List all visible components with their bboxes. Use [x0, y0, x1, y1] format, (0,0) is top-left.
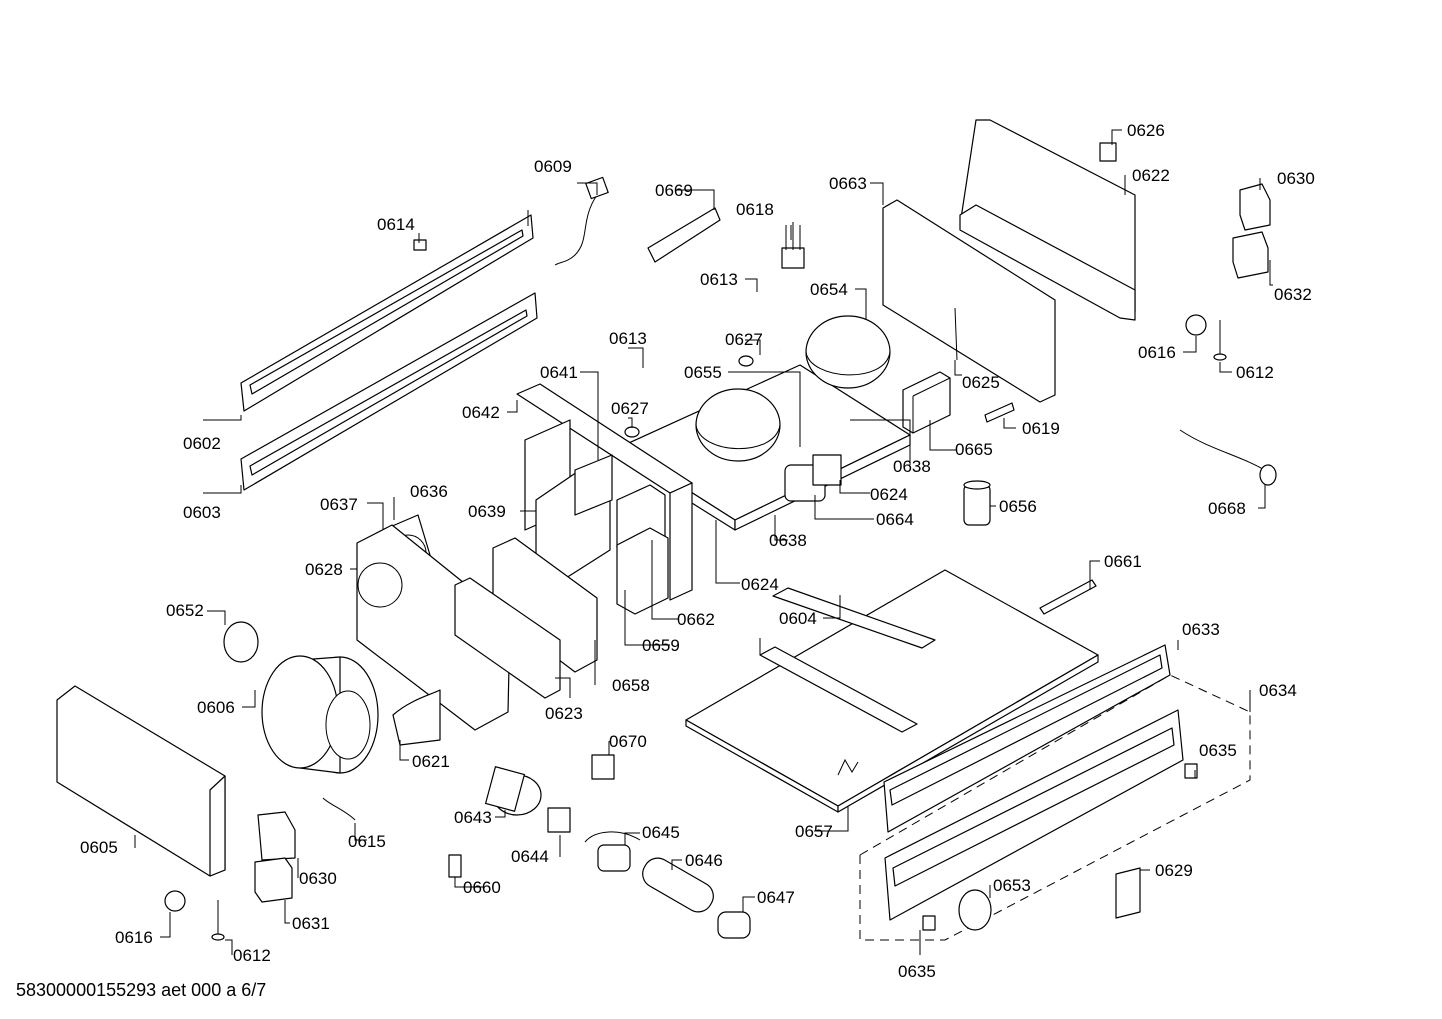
- part-label[interactable]: 0641: [540, 363, 578, 382]
- part-label[interactable]: 0636: [410, 482, 448, 501]
- part-label[interactable]: 0624: [870, 485, 908, 504]
- part-label[interactable]: 0622: [1132, 166, 1170, 185]
- part-label[interactable]: 0644: [511, 847, 549, 866]
- part-label[interactable]: 0647: [757, 888, 795, 907]
- part-label[interactable]: 0630: [299, 869, 337, 888]
- part-label[interactable]: 0645: [642, 823, 680, 842]
- part-label[interactable]: 0633: [1182, 620, 1220, 639]
- part-label[interactable]: 0619: [1022, 419, 1060, 438]
- part-label[interactable]: 0643: [454, 808, 492, 827]
- part-label[interactable]: 0616: [1138, 343, 1176, 362]
- part-label[interactable]: 0637: [320, 495, 358, 514]
- part-label[interactable]: 0606: [197, 698, 235, 717]
- leader-lines: [134, 129, 1273, 955]
- part-label[interactable]: 0660: [463, 878, 501, 897]
- part-label[interactable]: 0665: [955, 440, 993, 459]
- part-label[interactable]: 0653: [993, 876, 1031, 895]
- part-label[interactable]: 0602: [183, 434, 221, 453]
- part-label[interactable]: 0615: [348, 832, 386, 851]
- part-label[interactable]: 0612: [1236, 363, 1274, 382]
- part-label[interactable]: 0626: [1127, 121, 1165, 140]
- part-label[interactable]: 0669: [655, 181, 693, 200]
- part-label[interactable]: 0634: [1259, 681, 1297, 700]
- part-label[interactable]: 0664: [876, 510, 914, 529]
- part-label[interactable]: 0659: [642, 636, 680, 655]
- part-label[interactable]: 0670: [609, 732, 647, 751]
- part-label[interactable]: 0661: [1104, 552, 1142, 571]
- part-label[interactable]: 0604: [779, 609, 817, 628]
- part-label[interactable]: 0612: [233, 946, 271, 965]
- part-label[interactable]: 0628: [305, 560, 343, 579]
- part-label[interactable]: 0627: [611, 399, 649, 418]
- part-label[interactable]: 0635: [898, 962, 936, 981]
- part-label[interactable]: 0614: [377, 215, 415, 234]
- part-label[interactable]: 0613: [700, 270, 738, 289]
- part-label[interactable]: 0642: [462, 403, 500, 422]
- part-label[interactable]: 0632: [1274, 285, 1312, 304]
- part-label[interactable]: 0625: [962, 373, 1000, 392]
- part-label[interactable]: 0639: [468, 502, 506, 521]
- part-label[interactable]: 0658: [612, 676, 650, 695]
- part-label[interactable]: 0609: [534, 157, 572, 176]
- part-label[interactable]: 0621: [412, 752, 450, 771]
- part-label[interactable]: 0668: [1208, 499, 1246, 518]
- part-number-labels: 0602 0603 0604 0605 0606 0609 0612 0612 …: [80, 121, 1315, 981]
- part-label[interactable]: 0657: [795, 822, 833, 841]
- part-label[interactable]: 0618: [736, 200, 774, 219]
- part-label[interactable]: 0616: [115, 928, 153, 947]
- part-label[interactable]: 0656: [999, 497, 1037, 516]
- part-label[interactable]: 0613: [609, 329, 647, 348]
- part-label[interactable]: 0638: [769, 531, 807, 550]
- part-label[interactable]: 0635: [1199, 741, 1237, 760]
- part-label[interactable]: 0631: [292, 914, 330, 933]
- part-label[interactable]: 0603: [183, 503, 221, 522]
- part-label[interactable]: 0646: [685, 851, 723, 870]
- part-label[interactable]: 0630: [1277, 169, 1315, 188]
- part-label[interactable]: 0655: [684, 363, 722, 382]
- part-label[interactable]: 0605: [80, 838, 118, 857]
- part-label[interactable]: 0629: [1155, 861, 1193, 880]
- part-label[interactable]: 0652: [166, 601, 204, 620]
- document-id: 58300000155293 aet 000 a 6/7: [16, 980, 267, 1000]
- part-label[interactable]: 0623: [545, 704, 583, 723]
- part-drawings: [56, 119, 1277, 941]
- part-label[interactable]: 0663: [829, 174, 867, 193]
- part-label[interactable]: 0627: [725, 330, 763, 349]
- part-label[interactable]: 0662: [677, 610, 715, 629]
- part-label[interactable]: 0654: [810, 280, 848, 299]
- part-label[interactable]: 0624: [741, 575, 779, 594]
- part-label[interactable]: 0638: [893, 457, 931, 476]
